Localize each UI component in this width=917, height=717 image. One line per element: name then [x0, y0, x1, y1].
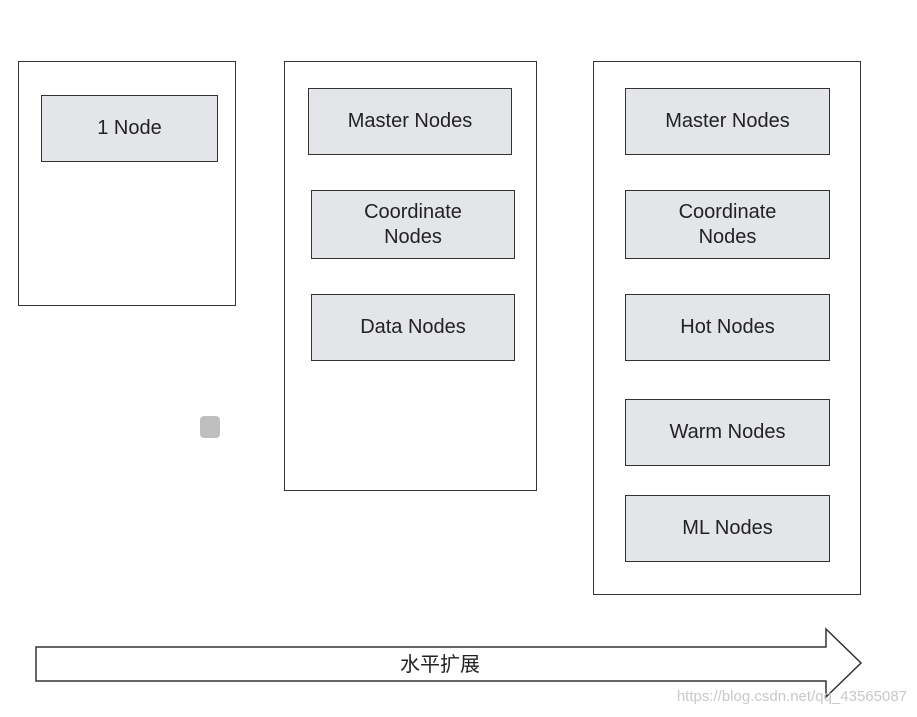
node-coordinate-nodes: Coordinate Nodes — [311, 190, 515, 259]
node-warm-nodes: Warm Nodes — [625, 399, 830, 466]
node-1-node: 1 Node — [41, 95, 218, 162]
watermark-text: https://blog.csdn.net/qq_43565087 — [676, 688, 907, 705]
arrow-shape — [35, 627, 863, 699]
node-master-nodes: Master Nodes — [625, 88, 830, 155]
node-coordinate-nodes: Coordinate Nodes — [625, 190, 830, 259]
node-hot-nodes: Hot Nodes — [625, 294, 830, 361]
node-master-nodes: Master Nodes — [308, 88, 512, 155]
arrow-label: 水平扩展 — [400, 652, 480, 676]
node-ml-nodes: ML Nodes — [625, 495, 830, 562]
grey-artifact — [200, 416, 220, 438]
node-data-nodes: Data Nodes — [311, 294, 515, 361]
